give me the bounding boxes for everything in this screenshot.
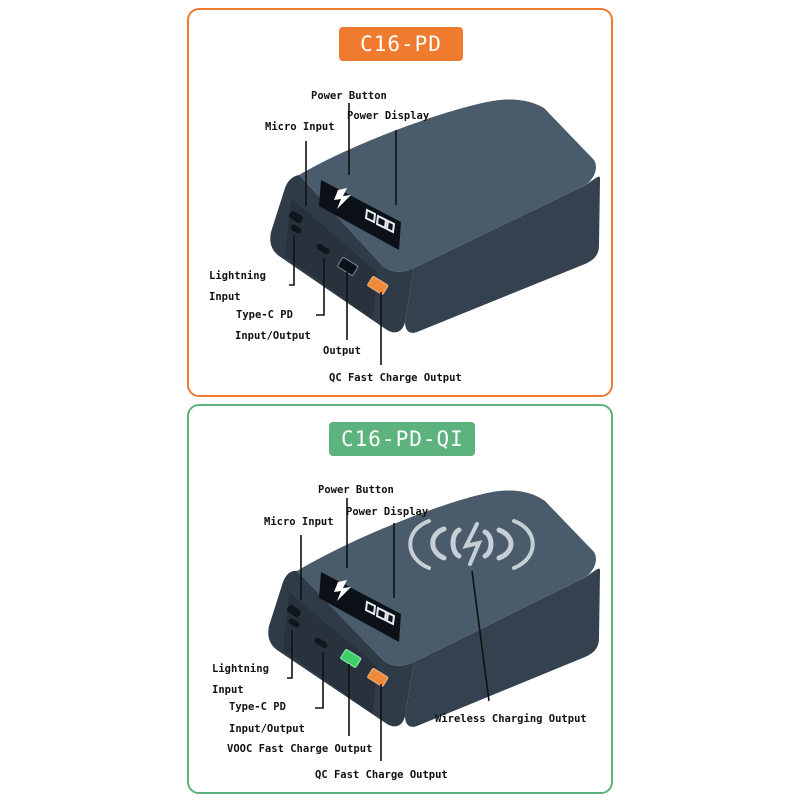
led-digits [364,208,396,234]
label-lightning-input-2: Input [212,684,244,696]
label-vooc-output: VOOC Fast Charge Output [227,743,373,755]
label-typec-1: Type-C PD [236,309,293,321]
panel-c16-pd-qi: C16-PD-QI [187,404,613,794]
label-qc-output: QC Fast Charge Output [329,372,462,384]
label-power-button: Power Button [311,90,387,102]
label-lightning-input-2: Input [209,291,241,303]
label-power-display: Power Display [347,110,430,122]
label-output: Output [323,345,361,357]
label-power-display: Power Display [346,506,429,518]
lightning-bolt-icon [334,188,351,209]
label-wireless-output: Wireless Charging Output [435,713,587,725]
label-typec-2: Input/Output [229,723,305,735]
power-bank-illustration [268,490,601,761]
label-lightning-input-1: Lightning [212,663,269,675]
model-title: C16-PD [339,27,463,61]
label-typec-1: Type-C PD [229,701,286,713]
power-bank-illustration [270,99,601,365]
lightning-bolt-icon [334,580,351,601]
label-micro-input: Micro Input [264,516,334,528]
label-micro-input: Micro Input [265,121,335,133]
label-lightning-input-1: Lightning [209,270,266,282]
label-qc-output: QC Fast Charge Output [315,769,448,781]
model-title: C16-PD-QI [329,422,475,456]
led-digits [364,600,396,626]
panel-c16-pd: C16-PD [187,8,613,397]
label-power-button: Power Button [318,484,394,496]
wireless-charging-icon [408,519,535,570]
label-typec-2: Input/Output [235,330,311,342]
